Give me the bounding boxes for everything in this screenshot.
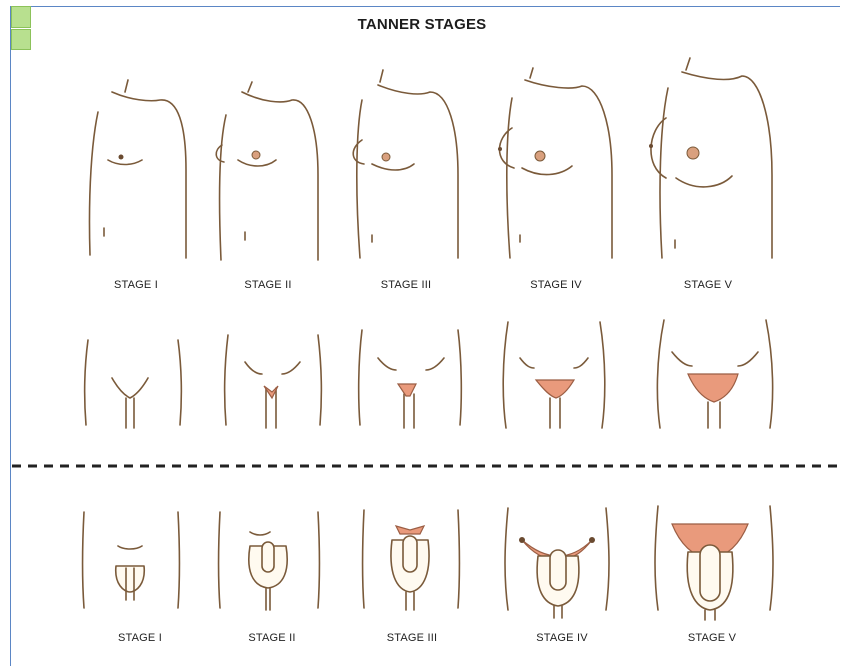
male-stage-4-illustration <box>505 508 609 618</box>
breast-stage-2-illustration <box>216 82 318 260</box>
female-breast-stage-1-label: STAGE I <box>76 279 196 291</box>
male-stage-5-label: STAGE V <box>652 632 772 644</box>
male-stage-1-label: STAGE I <box>80 632 200 644</box>
male-stage-4-label: STAGE IV <box>502 632 622 644</box>
female-pubic-stage-1-illustration <box>85 340 182 428</box>
female-pubic-stage-4-illustration <box>503 322 605 428</box>
female-pubic-stage-5-illustration <box>657 320 772 428</box>
female-pubic-stage-3-illustration <box>359 330 462 428</box>
male-stage-3-label: STAGE III <box>352 632 472 644</box>
breast-stage-5-illustration <box>649 58 772 258</box>
female-breast-stage-2-label: STAGE II <box>208 279 328 291</box>
breast-stage-4-illustration <box>498 68 612 258</box>
male-stage-2-illustration <box>219 512 320 610</box>
male-stage-1-illustration <box>83 512 180 608</box>
male-stage-2-label: STAGE II <box>212 632 332 644</box>
male-stage-3-illustration <box>363 510 460 610</box>
female-breast-stage-4-label: STAGE IV <box>496 279 616 291</box>
female-pubic-stage-2-illustration <box>225 335 322 428</box>
breast-stage-3-illustration <box>353 70 458 258</box>
male-stage-5-illustration <box>655 506 773 620</box>
female-breast-stage-3-label: STAGE III <box>346 279 466 291</box>
female-breast-stage-5-label: STAGE V <box>648 279 768 291</box>
breast-stage-1-illustration <box>89 80 186 258</box>
